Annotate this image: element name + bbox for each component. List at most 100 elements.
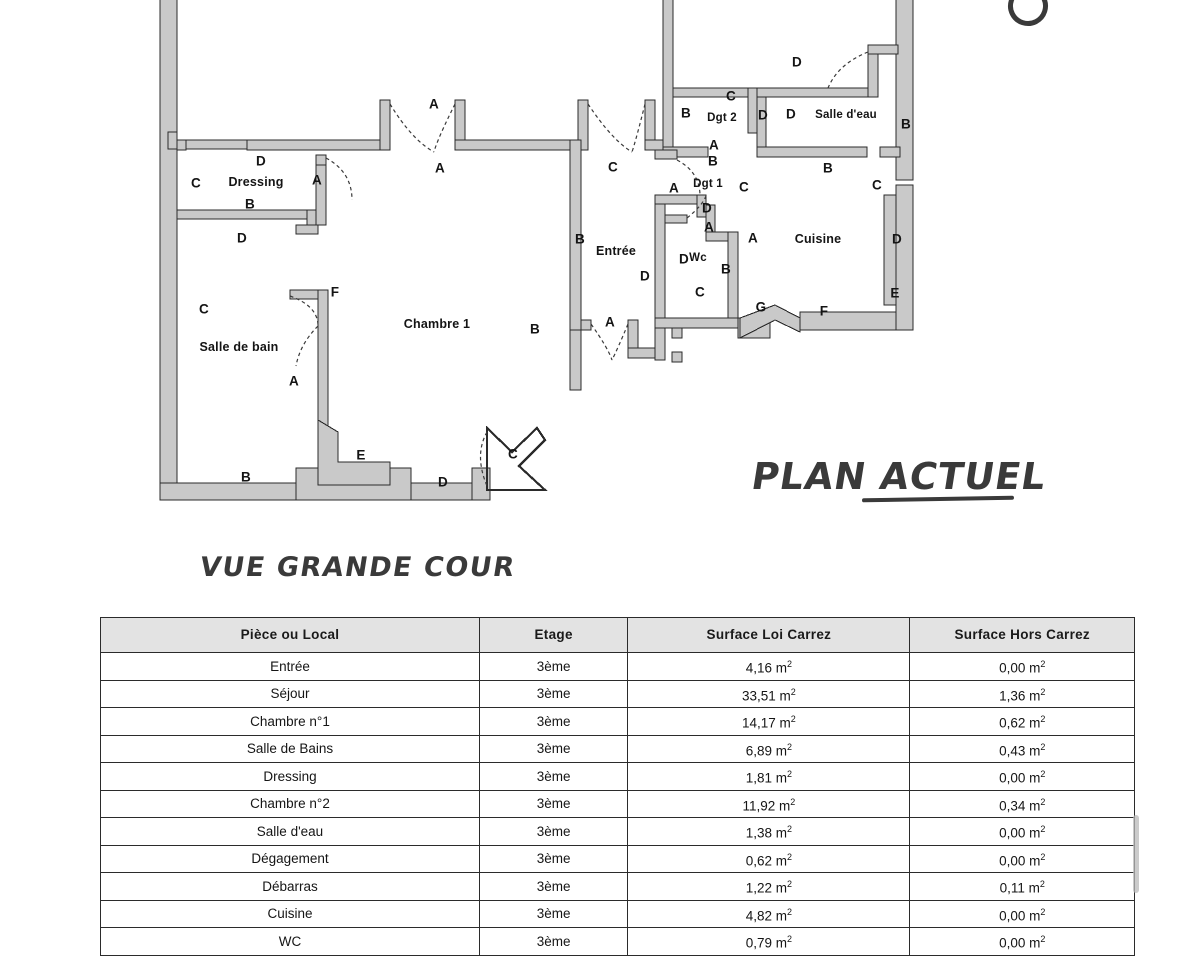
door-swing-entree-a1 xyxy=(590,323,613,361)
cell-carrez: 33,51 m2 xyxy=(627,679,911,708)
door-swing-dgt1 xyxy=(676,159,701,197)
wall-sejour-jamb-c xyxy=(577,99,589,151)
wall-letter: B xyxy=(681,105,691,121)
door-swing-sejour-c2 xyxy=(631,103,646,153)
cell-carrez: 14,17 m2 xyxy=(627,707,911,736)
cell-hors: 0,00 m2 xyxy=(909,762,1135,791)
wall-wc-bottom xyxy=(654,317,741,329)
cell-room: Dégagement xyxy=(100,844,480,873)
room-label-salle-de-bain: Salle de bain xyxy=(199,340,279,354)
column-header-floor: Etage xyxy=(478,617,629,653)
wall-wc-left-lower xyxy=(654,327,666,361)
wall-letter: C xyxy=(191,175,201,191)
room-label-cuisine: Cuisine xyxy=(794,232,842,246)
column-header-room: Pièce ou Local xyxy=(100,617,480,653)
cell-hors: 0,43 m2 xyxy=(909,734,1135,763)
cell-floor: 3ème xyxy=(478,679,629,708)
wall-letter: D xyxy=(786,106,796,122)
wall-letter: B xyxy=(245,196,255,212)
wall-letter: C xyxy=(872,177,882,193)
wall-wc-right xyxy=(727,231,739,323)
cell-floor: 3ème xyxy=(478,789,629,818)
cell-hors: 0,00 m2 xyxy=(909,652,1135,681)
door-swing-entree-a2 xyxy=(611,323,629,361)
cell-floor: 3ème xyxy=(478,762,629,791)
cell-room: Dressing xyxy=(100,762,480,791)
wall-letter: A xyxy=(289,373,299,389)
cell-hors: 0,62 m2 xyxy=(909,707,1135,736)
cell-room: WC xyxy=(100,927,480,956)
wall-letter: D xyxy=(640,268,650,284)
wall-letter: F xyxy=(330,284,340,300)
cell-carrez: 0,62 m2 xyxy=(627,844,911,873)
cell-room: Chambre n°2 xyxy=(100,789,480,818)
cell-carrez: 1,81 m2 xyxy=(627,762,911,791)
scan-artifact-streak xyxy=(1133,815,1139,893)
wall-sejour-jamb-a xyxy=(379,99,391,151)
wall-exterior-right-lower xyxy=(895,184,914,331)
room-label-entree: Entrée xyxy=(595,244,637,258)
cell-room: Entrée xyxy=(100,652,480,681)
wall-sdeau-bottom xyxy=(756,146,868,158)
door-swing-salle-deau xyxy=(827,51,869,89)
wall-letter: F xyxy=(819,303,829,319)
wall-sdeau-top xyxy=(756,87,878,98)
cell-hors: 0,11 m2 xyxy=(909,872,1135,901)
door-swing-wc xyxy=(686,195,707,219)
wall-sejour-bottom-a xyxy=(246,139,388,151)
wall-letter: A xyxy=(429,96,439,112)
wall-letter: D xyxy=(237,230,247,246)
wall-letter: C xyxy=(695,284,705,300)
wall-letter: C xyxy=(608,159,618,175)
cell-floor: 3ème xyxy=(478,817,629,846)
wall-letter: B xyxy=(575,231,585,247)
wall-letter: D xyxy=(892,231,902,247)
door-swing-sdb-lower xyxy=(295,325,319,367)
wall-sejour-left-corner xyxy=(167,131,178,150)
cell-floor: 3ème xyxy=(478,707,629,736)
wall-cuisine-bottom xyxy=(799,311,897,331)
door-swing-bay-c xyxy=(479,431,488,487)
cell-floor: 3ème xyxy=(478,652,629,681)
wall-letter: D xyxy=(792,54,802,70)
wall-letter: B xyxy=(708,153,718,169)
wall-dgt-sill xyxy=(654,149,678,160)
cell-room: Séjour xyxy=(100,679,480,708)
wall-letter: A xyxy=(435,160,445,176)
cell-carrez: 4,82 m2 xyxy=(627,899,911,928)
wall-wc-sill xyxy=(664,214,688,224)
cell-floor: 3ème xyxy=(478,844,629,873)
cell-carrez: 4,16 m2 xyxy=(627,652,911,681)
wall-letter: B xyxy=(721,261,731,277)
wall-letter: D xyxy=(679,251,689,267)
cell-room: Chambre n°1 xyxy=(100,707,480,736)
wall-letter: B xyxy=(901,116,911,132)
wall-letter: D xyxy=(702,200,712,216)
cell-floor: 3ème xyxy=(478,927,629,956)
cell-carrez: 11,92 m2 xyxy=(627,789,911,818)
wall-letter: E xyxy=(356,447,366,463)
door-swing-dressing-a xyxy=(325,157,353,201)
room-label-dressing: Dressing xyxy=(228,175,284,189)
wall-letter: D xyxy=(256,153,266,169)
wall-letter: A xyxy=(669,180,679,196)
wall-entree-bottom xyxy=(627,347,657,359)
wall-letter: A xyxy=(704,219,714,235)
wall-sejour-bottom-b xyxy=(454,139,586,151)
cell-floor: 3ème xyxy=(478,872,629,901)
wall-chambre-entree-divider xyxy=(569,139,582,356)
wall-letter: D xyxy=(758,107,768,123)
wall-dressing-bottom xyxy=(176,209,308,220)
surface-area-table: Pièce ou Local Etage Surface Loi Carrez … xyxy=(100,617,1135,956)
wall-letter: B xyxy=(823,160,833,176)
wall-exterior-right-upper xyxy=(895,0,914,181)
